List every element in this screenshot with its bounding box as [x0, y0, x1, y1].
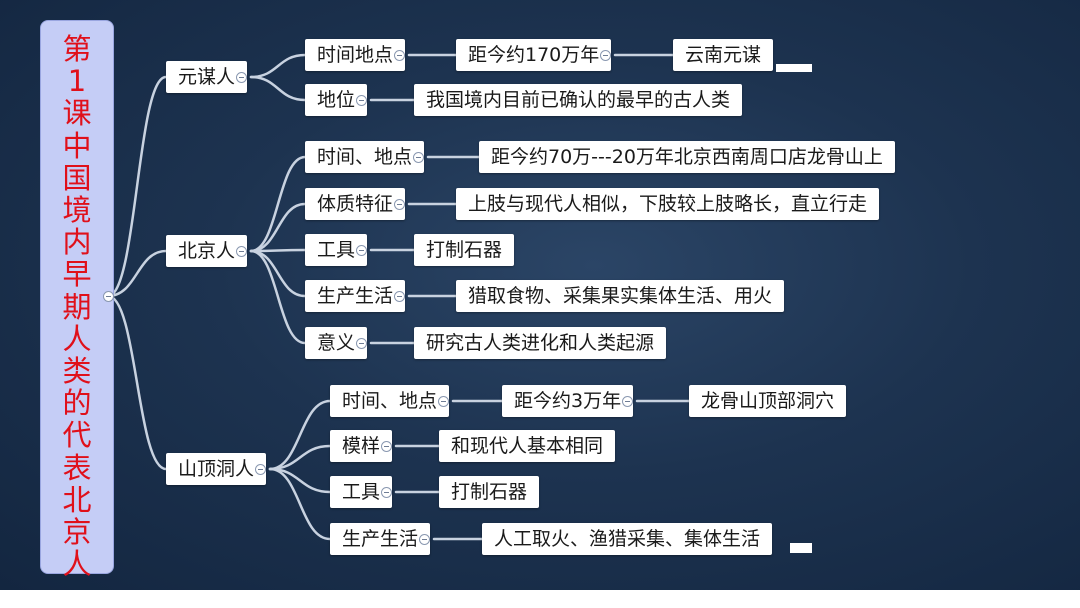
key-collapse-icon[interactable] — [356, 338, 367, 349]
branch-to-key-line — [249, 53, 307, 79]
key-collapse-icon[interactable] — [356, 245, 367, 256]
value-collapse-icon[interactable] — [600, 50, 611, 61]
branch-collapse-icon[interactable] — [255, 464, 266, 475]
key-collapse-icon[interactable] — [394, 50, 405, 61]
value-node[interactable]: 龙骨山顶部洞穴 — [689, 385, 847, 417]
branch-to-key-line — [249, 249, 307, 298]
key-collapse-icon[interactable] — [413, 152, 424, 163]
root-to-branch-line — [106, 249, 168, 298]
branch-node[interactable]: 北京人 — [166, 235, 248, 267]
branch-to-key-line — [249, 248, 307, 253]
value-node[interactable]: 打制石器 — [414, 234, 515, 266]
value-node[interactable]: 研究古人类进化和人类起源 — [414, 327, 667, 359]
branch-to-key-line — [249, 75, 307, 102]
root-to-branch-line — [106, 294, 168, 471]
key-node[interactable]: 生产生活 — [305, 280, 406, 312]
value-node[interactable]: 和现代人基本相同 — [439, 430, 616, 462]
key-collapse-icon[interactable] — [438, 396, 449, 407]
branch-to-key-line — [268, 444, 332, 471]
value-node[interactable]: 云南元谋 — [673, 39, 774, 71]
root-collapse-icon[interactable] — [103, 291, 114, 302]
branch-to-key-line — [249, 249, 307, 345]
branch-node[interactable]: 山顶洞人 — [166, 453, 267, 485]
branch-to-key-line — [249, 202, 307, 253]
value-node[interactable]: 我国境内目前已确认的最早的古人类 — [414, 84, 743, 116]
value-node[interactable]: 人工取火、渔猎采集、集体生活 — [482, 523, 773, 555]
key-node[interactable]: 生产生活 — [330, 523, 431, 555]
value-collapse-icon[interactable] — [622, 396, 633, 407]
value-node[interactable]: 猎取食物、采集果实集体生活、用火 — [456, 280, 785, 312]
branch-to-key-line — [268, 399, 332, 471]
right-edge-mask-top — [776, 64, 812, 72]
key-collapse-icon[interactable] — [381, 487, 392, 498]
mind-map-canvas: 第 1 课 中 国 境 内 早 期 人 类 的 代 表 北 京 人 元谋人 时间地… — [0, 0, 1080, 590]
value-node[interactable]: 打制石器 — [439, 476, 540, 508]
key-node[interactable]: 时间地点 — [305, 39, 406, 71]
key-collapse-icon[interactable] — [356, 95, 367, 106]
key-collapse-icon[interactable] — [419, 534, 430, 545]
value-node[interactable]: 上肢与现代人相似，下肢较上肢略长，直立行走 — [456, 188, 880, 220]
right-edge-mask-bottom — [790, 543, 812, 553]
connector-lines — [106, 53, 691, 541]
key-collapse-icon[interactable] — [381, 441, 392, 452]
branch-to-key-line — [268, 467, 332, 541]
key-node[interactable]: 时间、地点 — [330, 385, 450, 417]
key-node[interactable]: 体质特征 — [305, 188, 406, 220]
root-title: 第 1 课 中 国 境 内 早 期 人 类 的 代 表 北 京 人 — [62, 32, 92, 582]
key-collapse-icon[interactable] — [394, 291, 405, 302]
root-to-branch-line — [106, 75, 168, 298]
value-node[interactable]: 距今约170万年 — [456, 39, 612, 71]
key-node[interactable]: 时间、地点 — [305, 141, 425, 173]
value-node[interactable]: 距今约3万年 — [502, 385, 634, 417]
branch-to-key-line — [249, 155, 307, 253]
value-node[interactable]: 距今约70万---20万年北京西南周口店龙骨山上 — [479, 141, 895, 173]
branch-collapse-icon[interactable] — [236, 246, 247, 257]
key-collapse-icon[interactable] — [394, 199, 405, 210]
branch-node[interactable]: 元谋人 — [166, 61, 248, 93]
branch-collapse-icon[interactable] — [236, 72, 247, 83]
